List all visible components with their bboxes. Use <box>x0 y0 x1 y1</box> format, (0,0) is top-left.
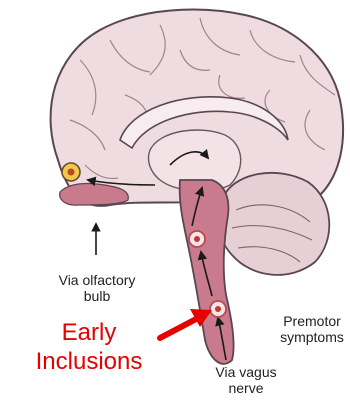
brainstem <box>180 180 234 364</box>
early-inclusions-label: Early Inclusions <box>14 318 164 376</box>
early-label-line1: Early <box>14 318 164 347</box>
vagus-label: Via vagus nerve <box>196 364 296 396</box>
cerebellum <box>218 173 329 275</box>
midbrain-lesion <box>189 231 205 247</box>
premotor-label-line2: symptoms <box>270 329 350 345</box>
vagus-label-line2: nerve <box>196 380 296 396</box>
olfactory-label-line1: Via olfactory <box>42 272 152 288</box>
olfactory-label: Via olfactory bulb <box>42 272 152 304</box>
olfactory-bulb-lesion <box>62 163 80 181</box>
premotor-label: Premotor symptoms <box>270 313 350 345</box>
medulla-lesion <box>210 301 226 317</box>
premotor-label-line1: Premotor <box>270 313 350 329</box>
olfactory-label-line2: bulb <box>42 288 152 304</box>
early-label-line2: Inclusions <box>14 347 164 376</box>
vagus-label-line1: Via vagus <box>196 364 296 380</box>
